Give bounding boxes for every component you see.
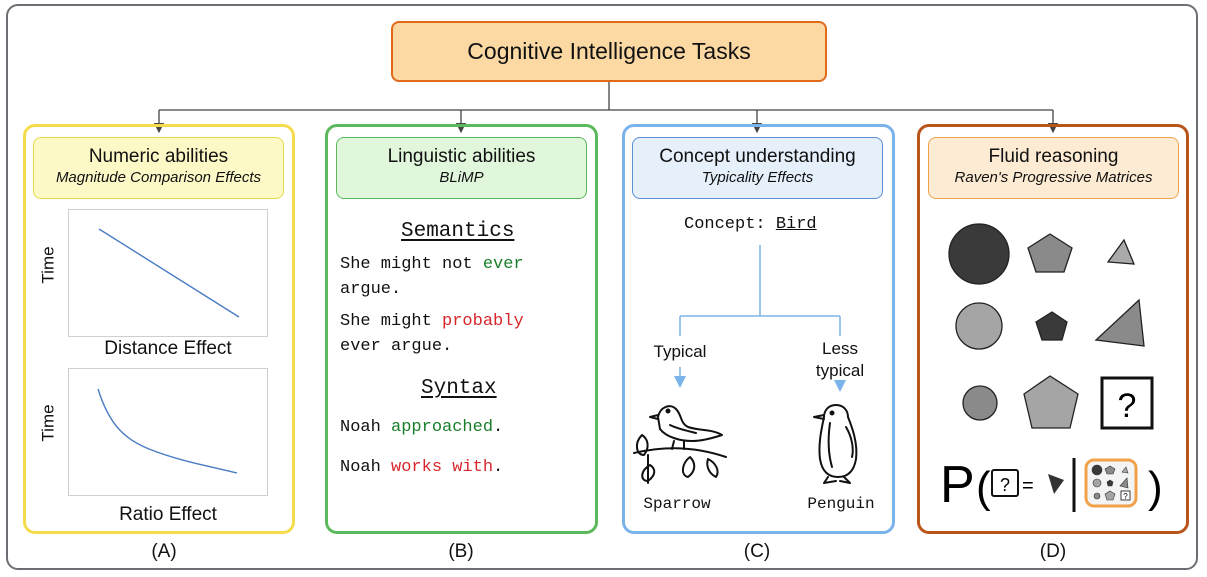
distance-plot <box>68 209 268 337</box>
panel-numeric <box>23 124 295 534</box>
linguistic-subheading: BLiMP <box>439 169 484 186</box>
large-dark-circle-icon <box>948 223 1010 285</box>
sparrow-icon <box>633 405 727 484</box>
fluid-subheading: Raven's Progressive Matrices <box>954 169 1153 186</box>
linguistic-header: Linguistic abilities BLiMP <box>336 137 587 199</box>
small-dark-pentagon-icon <box>1035 311 1068 341</box>
concept-header: Concept understanding Typicality Effects <box>632 137 883 199</box>
missing-tile-question: ? <box>1118 387 1137 425</box>
linguistic-heading: Linguistic abilities <box>387 146 536 167</box>
panel-letter-a: (A) <box>151 541 177 562</box>
concept-heading: Concept understanding <box>659 146 856 167</box>
context-grid-question: ? <box>1123 492 1128 501</box>
numeric-subheading: Magnitude Comparison Effects <box>55 169 262 186</box>
formula-answer-triangle-icon <box>1048 474 1064 494</box>
distance-effect-line <box>98 228 240 318</box>
raven-matrix: ? P ( ? = ? ) <box>940 223 1163 514</box>
syntax-example-1: Noah approached. <box>340 418 504 437</box>
penguin-label: Penguin <box>807 495 875 513</box>
fluid-heading: Fluid reasoning <box>988 146 1119 167</box>
medium-circle-icon <box>955 302 1003 350</box>
typical-label: Typical <box>653 342 707 361</box>
small-triangle-icon <box>1106 238 1136 265</box>
formula-open-paren: ( <box>976 463 991 512</box>
syntax-example-2: Noah works with. <box>340 458 504 477</box>
ratio-effect-curve <box>97 388 238 474</box>
panel-letter-b: (B) <box>448 541 474 562</box>
numeric-header: Numeric abilities Magnitude Comparison E… <box>33 137 284 199</box>
semantics-title: Semantics <box>401 220 515 243</box>
formula-query-icon <box>991 469 1019 497</box>
outer-frame <box>6 4 1198 570</box>
syntax-title: Syntax <box>421 377 497 400</box>
sparrow-label: Sparrow <box>643 495 711 513</box>
concept-label: Concept: Bird <box>684 215 817 234</box>
pentagon-icon <box>1027 233 1073 273</box>
panel-letter-c: (C) <box>743 541 771 562</box>
formula-p: P <box>940 456 975 514</box>
small-circle-icon <box>962 385 998 421</box>
panel-linguistic <box>325 124 598 534</box>
formula-equals: = <box>1022 475 1034 497</box>
large-pentagon-icon <box>1023 375 1079 429</box>
main-title: Cognitive Intelligence Tasks <box>391 21 827 82</box>
formula-close-paren: ) <box>1148 463 1163 512</box>
concept-subheading: Typicality Effects <box>701 169 814 186</box>
panel-concept <box>622 124 895 534</box>
fluid-header: Fluid reasoning Raven's Progressive Matr… <box>928 137 1179 199</box>
ratio-caption: Ratio Effect <box>119 504 217 525</box>
formula-query-mark: ? <box>1000 475 1010 495</box>
penguin-icon <box>813 404 858 484</box>
panel-fluid <box>917 124 1189 534</box>
panel-letter-d: (D) <box>1039 541 1067 562</box>
numeric-heading: Numeric abilities <box>88 146 229 167</box>
ratio-plot <box>68 368 268 496</box>
missing-tile-icon <box>1100 376 1154 430</box>
large-triangle-icon <box>1094 298 1145 347</box>
distance-caption: Distance Effect <box>104 338 232 359</box>
